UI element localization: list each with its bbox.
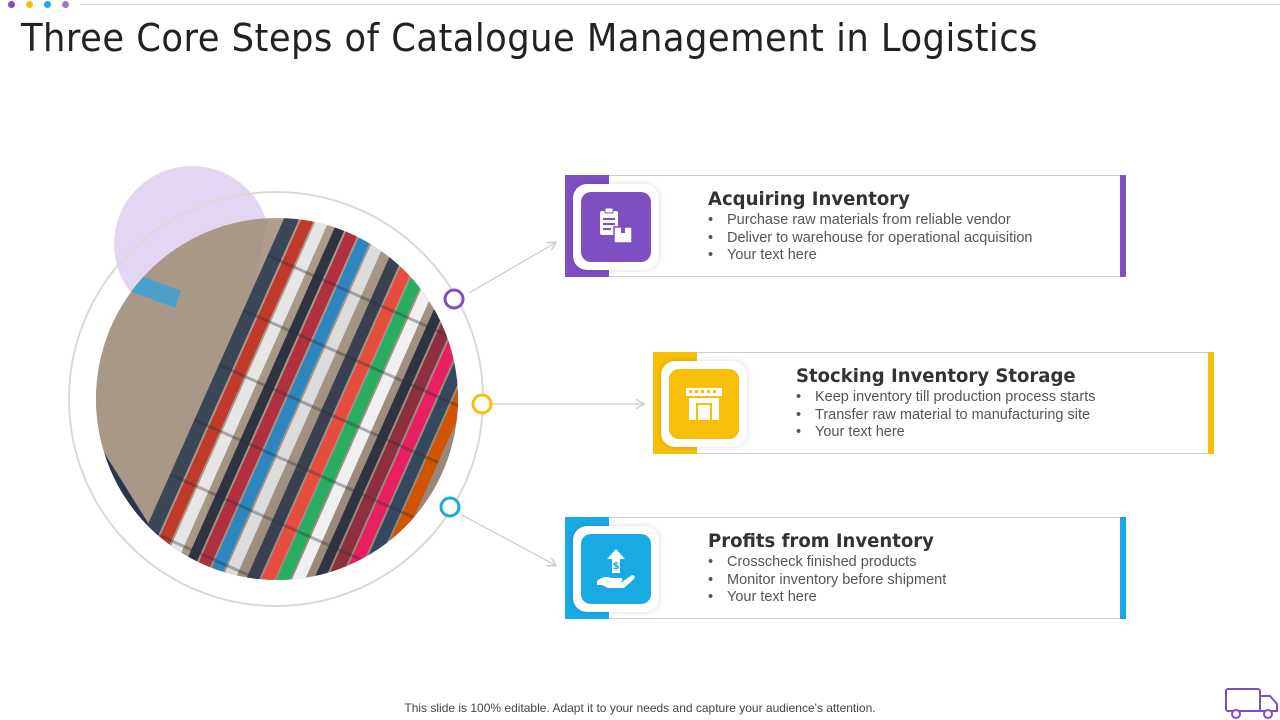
dot-blue [44, 0, 51, 8]
money-hand-icon: $ [581, 534, 651, 604]
dot-yellow [26, 0, 33, 8]
icon-frame [661, 361, 747, 447]
slide-title: Three Core Steps of Catalogue Management… [21, 16, 1038, 60]
list-item: •Deliver to warehouse for operational ac… [708, 229, 1033, 246]
marker-blue [439, 496, 461, 518]
connector-1 [468, 243, 555, 294]
bullet-list: •Crosscheck finished products •Monitor i… [708, 554, 946, 607]
card-accent-right [1120, 517, 1126, 619]
card-accent-right [1208, 352, 1214, 454]
list-item: •Keep inventory till production process … [796, 389, 1096, 405]
list-item: •Your text here [708, 247, 817, 263]
dot-purple [8, 0, 15, 8]
marker-purple [443, 288, 465, 310]
top-dots [8, 0, 69, 8]
list-item: •Purchase raw materials from reliable ve… [708, 212, 1011, 228]
step-card-profits: $ Profits from Inventory •Crosscheck fin… [565, 517, 1126, 619]
bullet-list: •Keep inventory till production process … [796, 389, 1095, 442]
card-accent-right [1120, 175, 1126, 277]
icon-frame [573, 184, 659, 270]
step-card-acquiring: Acquiring Inventory •Purchase raw materi… [565, 175, 1126, 277]
clipboard-box-icon [581, 192, 651, 262]
marker-yellow [471, 393, 493, 415]
step-card-stocking: Stocking Inventory Storage •Keep invento… [653, 352, 1214, 454]
list-item: •Your text here [796, 424, 905, 440]
card-heading: Stocking Inventory Storage [796, 365, 1076, 387]
bullet-list: •Purchase raw materials from reliable ve… [708, 212, 1032, 265]
connector-3 [461, 514, 555, 565]
list-item: •Monitor inventory before shipment [708, 571, 947, 588]
footer-note: This slide is 100% editable. Adapt it to… [404, 701, 876, 715]
card-heading: Profits from Inventory [708, 530, 934, 552]
list-item: •Your text here [708, 589, 817, 605]
hero-svg [68, 166, 780, 607]
card-heading: Acquiring Inventory [708, 188, 910, 210]
warehouse-icon [669, 369, 739, 439]
list-item: •Transfer raw material to manufacturing … [796, 406, 1091, 423]
svg-text:$: $ [613, 561, 620, 572]
icon-frame: $ [573, 526, 659, 612]
dot-lilac [62, 0, 69, 8]
hero-graphic [60, 150, 500, 620]
top-rule [80, 4, 1280, 5]
list-item: •Crosscheck finished products [708, 554, 917, 570]
delivery-truck-icon [1224, 686, 1280, 720]
